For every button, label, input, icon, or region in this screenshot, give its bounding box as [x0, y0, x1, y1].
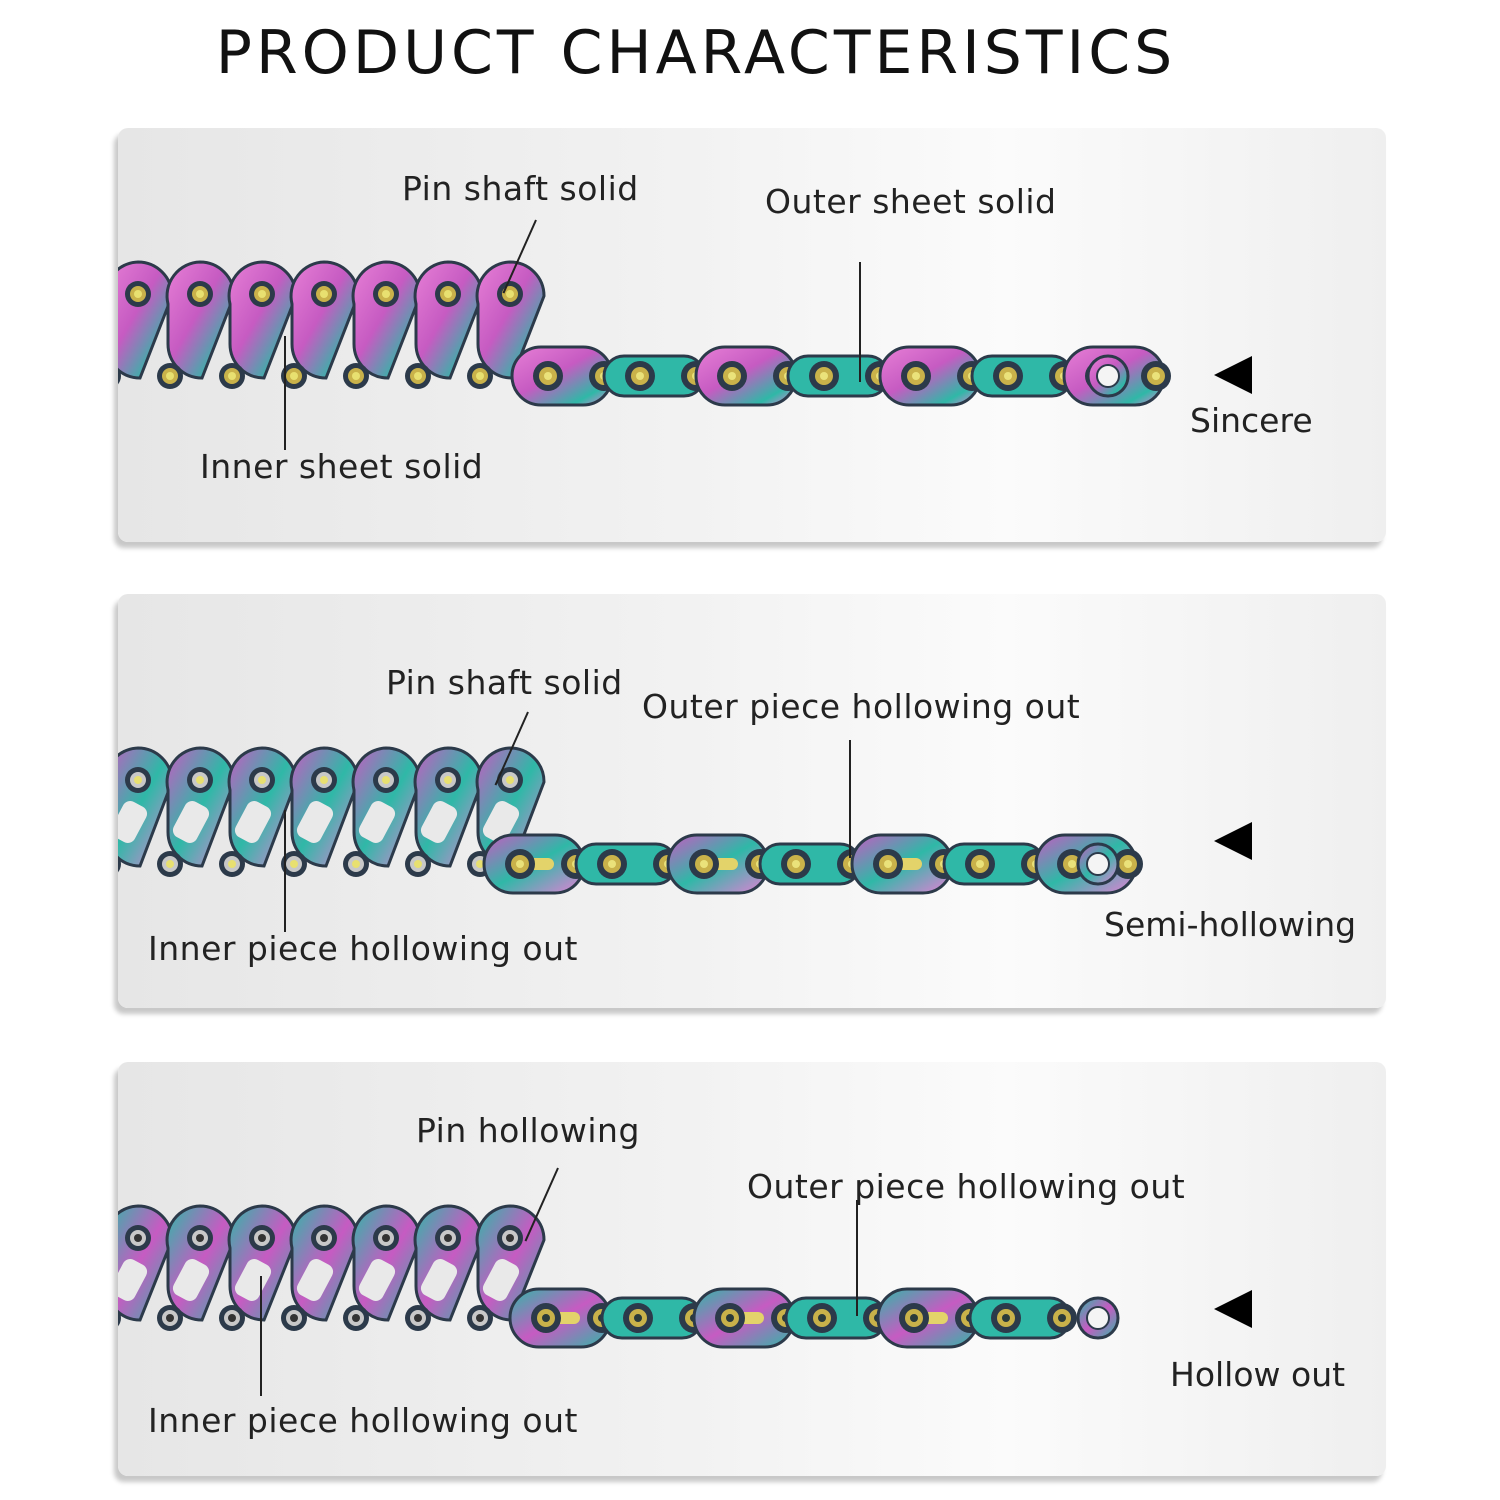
left-triangle-icon — [1214, 356, 1252, 394]
chain-link-stacked — [157, 746, 236, 877]
left-triangle-icon — [1214, 822, 1252, 860]
inner-label: Inner piece hollowing out — [148, 929, 578, 968]
inner-label: Inner piece hollowing out — [148, 1401, 578, 1440]
page-title: PRODUCT CHARACTERISTICS — [215, 18, 1177, 88]
outer-leader-line — [856, 1200, 858, 1316]
chain-link-straight — [482, 833, 591, 895]
inner-leader-line — [284, 810, 286, 932]
chain-link-stacked — [343, 746, 422, 877]
pin-label: Pin shaft solid — [386, 663, 623, 702]
chain-link-stacked — [405, 746, 484, 877]
chain-illustration-hollow-out — [118, 1204, 1120, 1349]
chain-link-stacked — [219, 746, 298, 877]
inner-leader-line — [260, 1276, 262, 1396]
outer-leader-line — [859, 262, 861, 382]
chain-link-straight — [600, 1296, 709, 1340]
outer-label: Outer sheet solid — [765, 182, 1057, 221]
type-label: Sincere — [1190, 401, 1313, 440]
chain-link-stacked — [219, 260, 298, 389]
chain-end-link — [1086, 354, 1130, 398]
chain-link-stacked — [118, 746, 174, 873]
chain-link-stacked — [405, 260, 484, 389]
chain-link-stacked — [219, 1204, 298, 1331]
chain-link-stacked — [281, 1204, 360, 1331]
chain-link-stacked — [157, 260, 236, 389]
outer-label: Outer piece hollowing out — [747, 1167, 1186, 1206]
panel-sincere: Pin shaft solid Outer sheet solid Inner … — [118, 128, 1386, 542]
panel-semi-hollowing: Pin shaft solid Outer piece hollowing ou… — [118, 594, 1386, 1008]
chain-link-stacked — [281, 260, 360, 389]
chain-link-straight — [968, 1296, 1077, 1340]
chain-link-stacked — [281, 746, 360, 877]
chain-link-stacked — [467, 260, 546, 389]
pin-label: Pin shaft solid — [402, 169, 639, 208]
inner-label: Inner sheet solid — [200, 447, 484, 486]
chain-illustration-sincere — [118, 260, 1171, 407]
type-label: Semi-hollowing — [1104, 905, 1357, 944]
chain-link-stacked — [343, 1204, 422, 1331]
inner-leader-line — [284, 336, 286, 450]
outer-leader-line — [849, 740, 851, 858]
chain-link-straight — [876, 1287, 985, 1349]
chain-illustration-semi-hollowing — [118, 746, 1143, 895]
chain-link-stacked — [405, 1204, 484, 1331]
left-triangle-icon — [1214, 1290, 1252, 1328]
chain-link-stacked — [157, 1204, 236, 1331]
chain-end-link — [1076, 1296, 1120, 1340]
chain-link-straight — [850, 833, 959, 895]
chain-link-stacked — [343, 260, 422, 389]
chain-end-link — [1076, 842, 1120, 886]
outer-label: Outer piece hollowing out — [642, 687, 1081, 726]
chain-link-stacked — [118, 1204, 174, 1327]
panel-hollow-out: Pin hollowing Outer piece hollowing out … — [118, 1062, 1386, 1476]
chain-link-stacked — [118, 260, 174, 385]
type-label: Hollow out — [1170, 1355, 1346, 1394]
pin-label: Pin hollowing — [416, 1111, 640, 1150]
